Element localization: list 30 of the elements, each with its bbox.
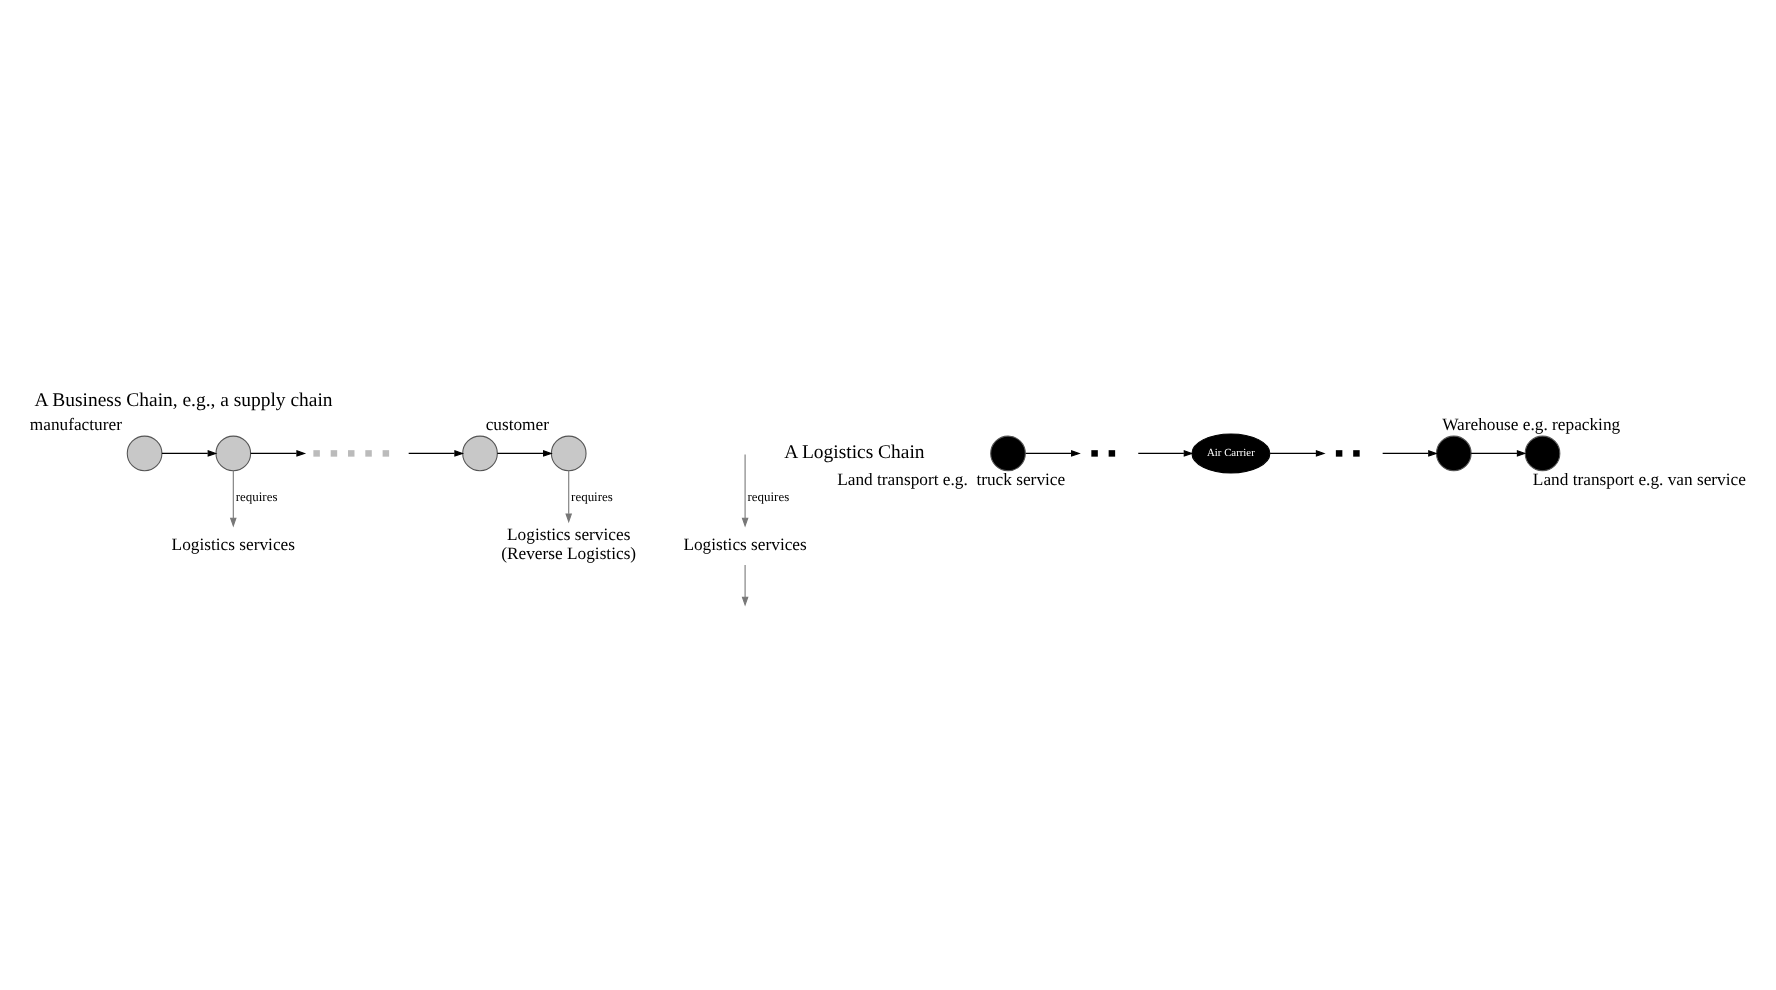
node-circle: [125, 434, 162, 471]
arrow: [1136, 449, 1193, 456]
node-label: Warehouse e.g. repacking: [1441, 413, 1620, 434]
arrow: [740, 563, 748, 606]
node-circle: [1434, 434, 1471, 471]
arrow: [1381, 449, 1437, 456]
arrow: [564, 469, 572, 523]
diagram-title: A Business Chain, e.g., a supply chain: [33, 389, 332, 412]
arrow: [1024, 449, 1080, 456]
node-label: Land transport e.g. truck service: [836, 467, 1065, 488]
node-circle: [549, 434, 586, 471]
node-circle: [1523, 434, 1560, 471]
node-text: Logistics services (Reverse Logistics): [500, 522, 636, 563]
node-circle: [214, 434, 251, 471]
node-label: manufacturer: [28, 413, 121, 434]
arrow: [1268, 449, 1325, 456]
node-circle: [989, 434, 1025, 471]
node-label: Land transport e.g. van service: [1531, 467, 1745, 488]
arrow: [495, 449, 552, 456]
node-text: Logistics services: [170, 532, 294, 553]
arrow: [249, 449, 306, 456]
label: A Logistics Chain: [783, 441, 924, 464]
node-circle: [461, 434, 497, 471]
node-label: customer: [484, 413, 549, 434]
node-text: Logistics services: [682, 532, 806, 553]
arrow: [160, 449, 217, 456]
arrow: [740, 453, 748, 527]
arrow: [228, 469, 236, 527]
arrow: [1469, 449, 1526, 456]
arrow: [407, 449, 464, 456]
